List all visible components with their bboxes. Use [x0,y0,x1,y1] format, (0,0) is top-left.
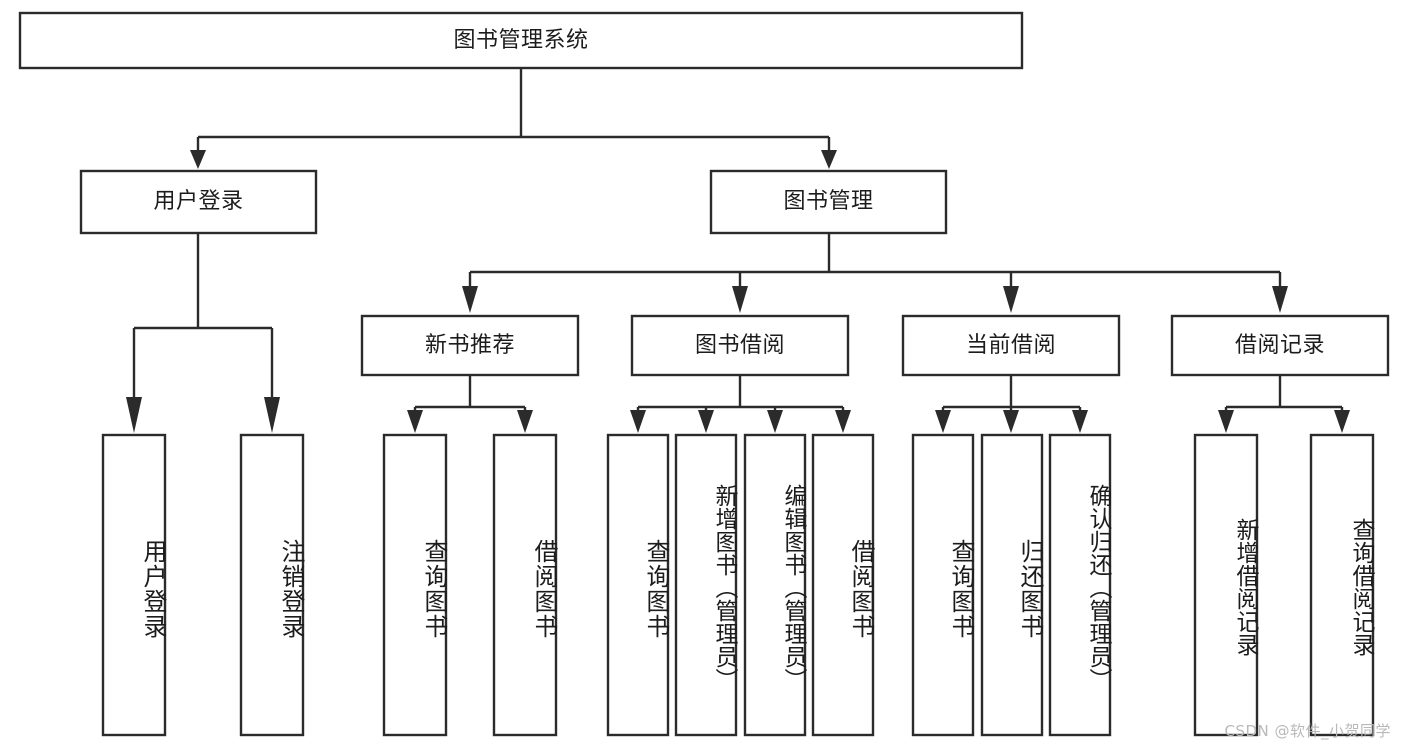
node-box-root[interactable] [18,11,1024,70]
arrow-head-book-manage [821,150,837,169]
node-box-book-manage[interactable] [709,169,948,235]
leaf-box-book-borrow-3[interactable] [743,433,807,737]
arrow-head-current-borrow-leaf1 [935,410,951,433]
arrow-head-new-book-leaf1 [407,410,423,433]
leaf-box-new-book-1[interactable] [382,433,448,737]
arrow-head-current-borrow-leaf3 [1072,410,1088,433]
leaf-box-borrow-record-1[interactable] [1193,433,1259,737]
arrow-head-borrow-record-leaf1 [1218,410,1234,433]
arrow-head-current-borrow-leaf2 [1003,410,1019,433]
arrow-head-borrow-record-leaf2 [1334,410,1350,433]
arrow-head-book-borrow-leaf2 [698,410,714,433]
node-box-user-login[interactable] [79,169,318,235]
leaf-box-book-borrow-2[interactable] [674,433,738,737]
arrow-head-new-book [462,286,478,313]
node-box-book-borrow[interactable] [630,314,850,377]
arrow-head-book-borrow-leaf4 [835,410,851,433]
leaf-box-book-borrow-4[interactable] [811,433,875,737]
arrow-head-user-login-leaf2 [264,397,280,433]
arrow-head-user-login [190,150,206,169]
arrow-head-new-book-leaf2 [517,410,533,433]
arrow-head-book-borrow-leaf1 [630,410,646,433]
arrow-head-user-login-leaf1 [126,397,142,433]
leaf-box-current-borrow-2[interactable] [980,433,1044,737]
leaf-box-current-borrow-1[interactable] [911,433,975,737]
leaf-box-book-borrow-1[interactable] [606,433,670,737]
leaf-box-current-borrow-3[interactable] [1048,433,1112,737]
leaf-box-user-login-1[interactable] [101,433,167,737]
arrow-head-current-borrow [1003,286,1019,313]
leaf-box-borrow-record-2[interactable] [1309,433,1375,737]
leaf-box-new-book-2[interactable] [492,433,558,737]
node-box-borrow-record[interactable] [1170,314,1390,377]
node-box-current-borrow[interactable] [901,314,1121,377]
node-box-new-book-recommend[interactable] [360,314,580,377]
leaf-box-user-login-2[interactable] [239,433,305,737]
arrow-head-borrow-record [1272,286,1288,313]
arrow-head-book-borrow-leaf3 [767,410,783,433]
arrow-head-book-borrow [732,286,748,313]
